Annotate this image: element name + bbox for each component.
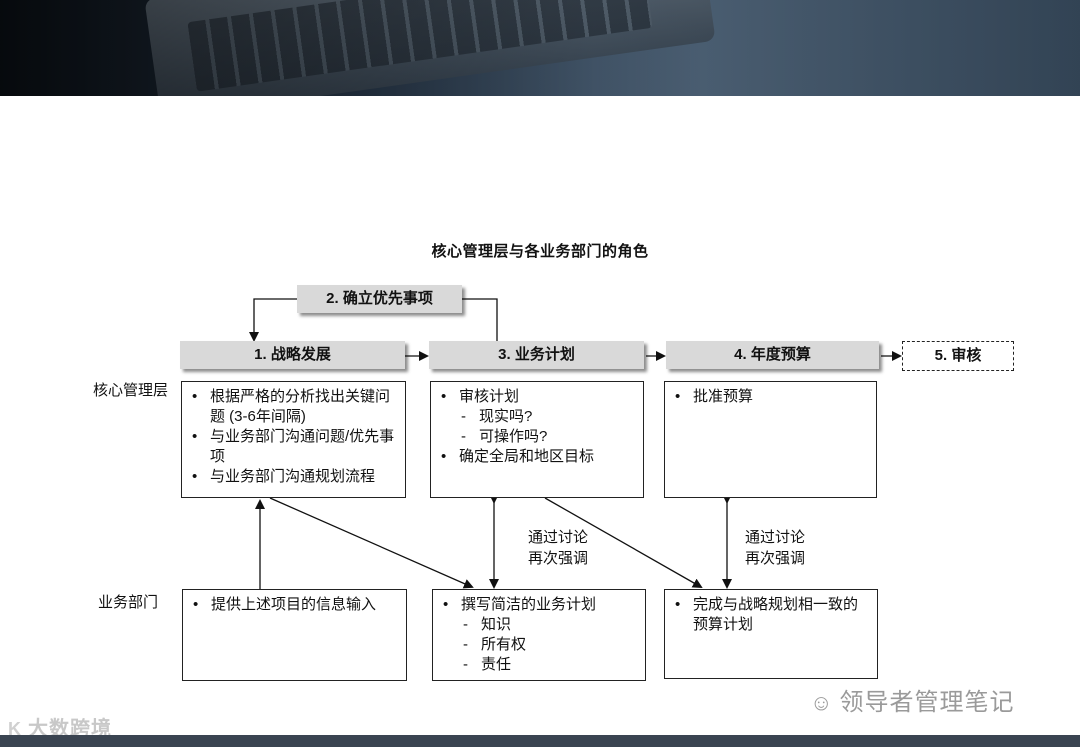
sub-item: 责任 xyxy=(441,655,637,675)
watermark-wechat: ☺领导者管理笔记 xyxy=(810,682,1014,717)
step-5-review: 5. 审核 xyxy=(902,341,1014,371)
box-strategy-tasks: 根据严格的分析找出关键问题 (3-6年间隔) 与业务部门沟通问题/优先事项 与业… xyxy=(181,381,406,498)
list-item: 确定全局和地区目标 xyxy=(439,447,635,467)
list-item: 撰写简洁的业务计划 xyxy=(441,595,637,615)
list-item: 提供上述项目的信息输入 xyxy=(191,595,398,615)
list-item: 与业务部门沟通规划流程 xyxy=(190,467,397,487)
footer-bar xyxy=(0,735,1080,747)
box-write-plan: 撰写简洁的业务计划 知识 所有权 责任 xyxy=(432,589,646,681)
sub-item: 知识 xyxy=(441,615,637,635)
sub-item: 现实吗? xyxy=(439,407,635,427)
box-budget-approve: 批准预算 xyxy=(664,381,877,498)
loop-connector-3-to-2 xyxy=(462,299,497,341)
step-2-priorities: 2. 确立优先事项 xyxy=(297,285,462,313)
list-item: 根据严格的分析找出关键问题 (3-6年间隔) xyxy=(190,387,397,427)
box-complete-budget: 完成与战略规划相一致的预算计划 xyxy=(664,589,878,679)
box-plan-review: 审核计划 现实吗? 可操作吗? 确定全局和地区目标 xyxy=(430,381,644,498)
list-item: 批准预算 xyxy=(673,387,868,407)
sub-item: 可操作吗? xyxy=(439,427,635,447)
step-4-annual-budget: 4. 年度预算 xyxy=(666,341,879,369)
list-item: 审核计划 xyxy=(439,387,635,407)
row-label-core-management: 核心管理层 xyxy=(93,379,168,400)
list-item: 与业务部门沟通问题/优先事项 xyxy=(190,427,397,467)
step-1-strategy: 1. 战略发展 xyxy=(180,341,405,369)
list-item: 完成与战略规划相一致的预算计划 xyxy=(673,595,869,635)
note-discussion-2: 通过讨论 再次强调 xyxy=(745,527,805,569)
wechat-icon: ☺ xyxy=(810,690,833,715)
step-3-business-plan: 3. 业务计划 xyxy=(429,341,644,369)
sub-item: 所有权 xyxy=(441,635,637,655)
arrow-strategy-to-writeplan xyxy=(270,498,472,587)
note-discussion-1: 通过讨论 再次强调 xyxy=(528,527,588,569)
box-info-input: 提供上述项目的信息输入 xyxy=(182,589,407,681)
row-label-business-dept: 业务部门 xyxy=(98,591,158,612)
loop-connector-2-to-1 xyxy=(254,299,297,340)
